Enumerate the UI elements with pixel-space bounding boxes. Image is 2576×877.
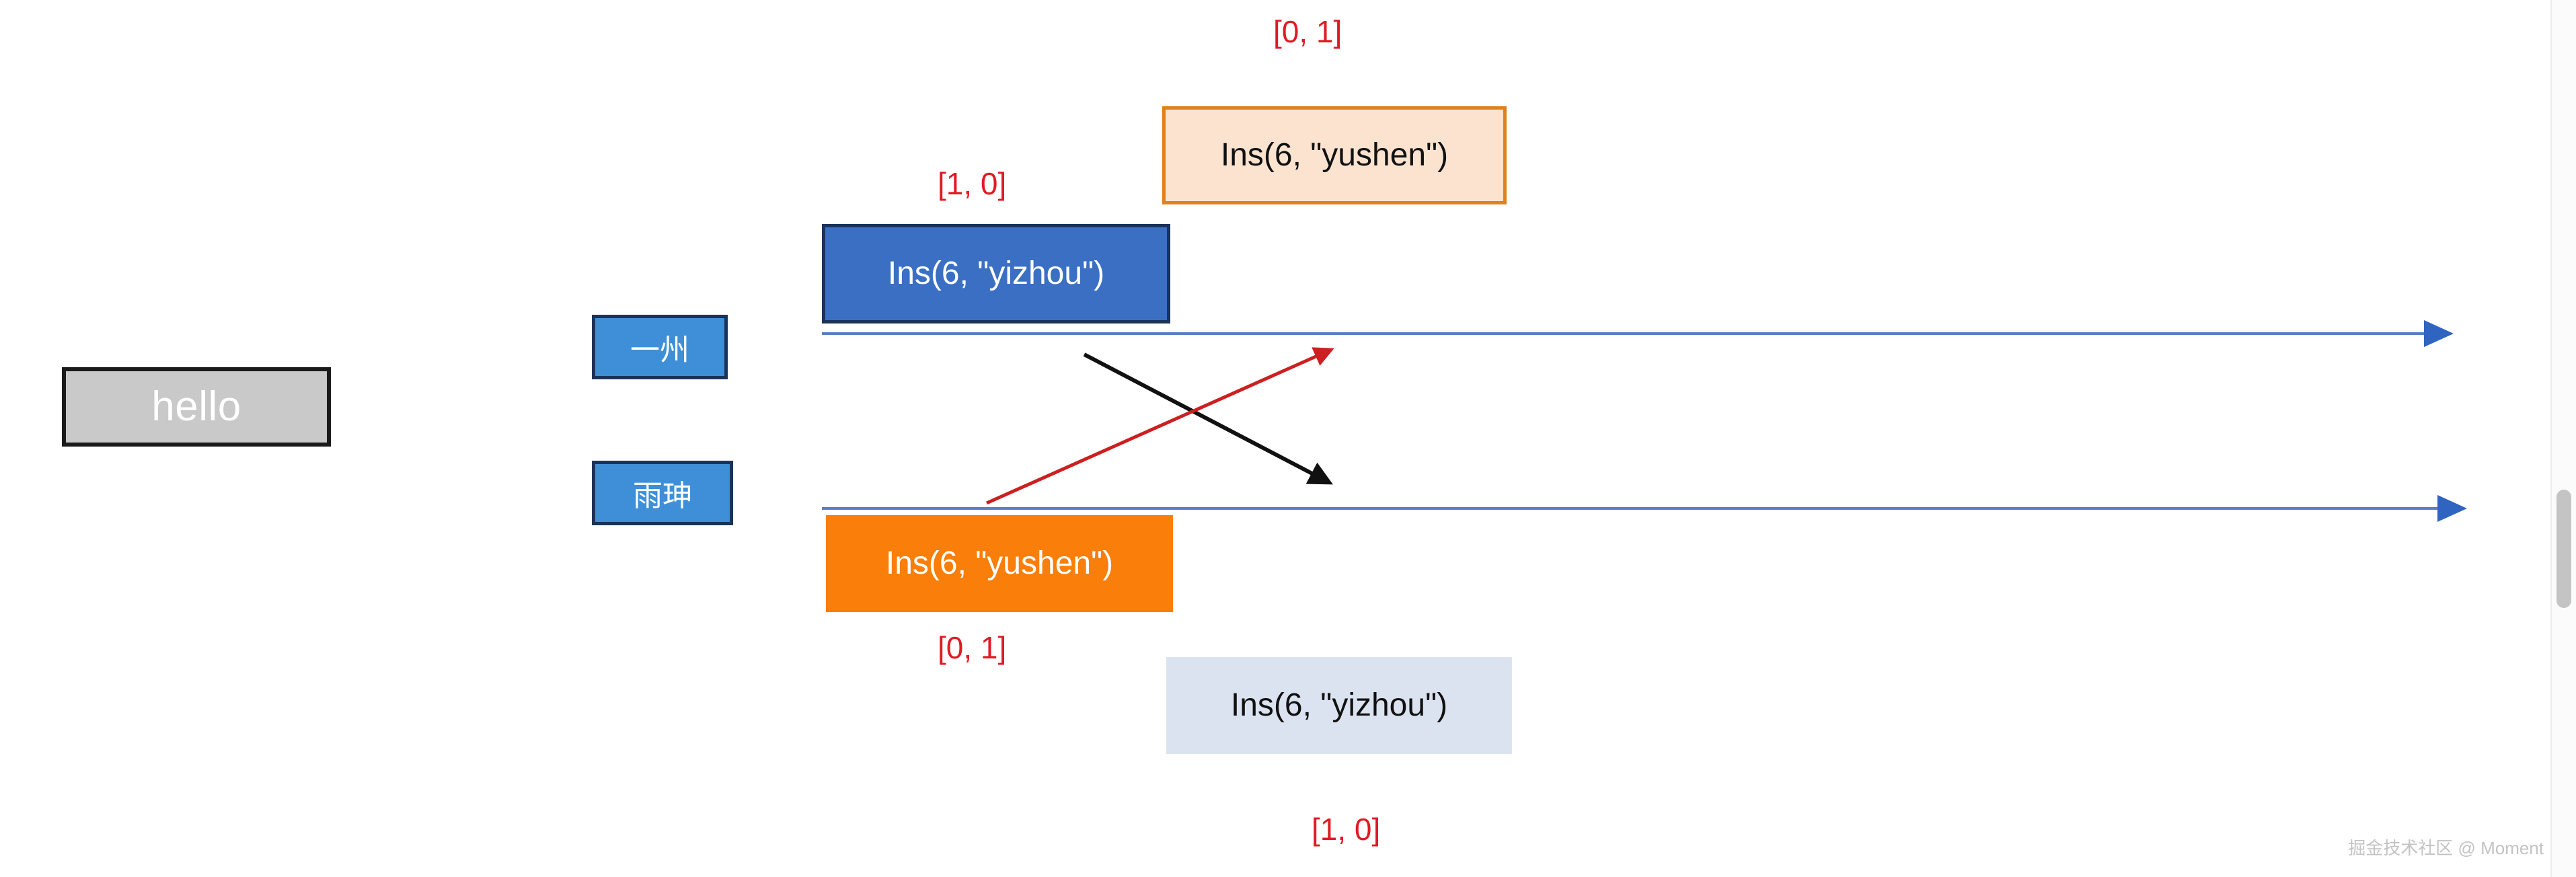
vertical-scrollbar-thumb[interactable] bbox=[2556, 490, 2571, 608]
transmission-black-down-arrow bbox=[1083, 352, 1333, 485]
op-pale-yizhou: Ins(6, "yizhou") bbox=[1166, 657, 1512, 754]
vector-above-peach: [0, 1] bbox=[1273, 14, 1342, 49]
hello-box: hello bbox=[62, 367, 331, 447]
vector-below-orange: [0, 1] bbox=[938, 630, 1007, 665]
vector-below-pale: [1, 0] bbox=[1312, 812, 1381, 847]
chip-yizhou: 一州 bbox=[592, 315, 728, 379]
watermark: 掘金技术社区 @ Moment bbox=[2348, 838, 2544, 858]
vector-above-blue: [1, 0] bbox=[938, 166, 1007, 201]
transmission-red-up-arrow bbox=[985, 347, 1334, 505]
op-orange-yushen: Ins(6, "yushen") bbox=[826, 515, 1173, 612]
op-peach-yushen: Ins(6, "yushen") bbox=[1162, 106, 1507, 204]
chip-yushen: 雨珅 bbox=[592, 461, 733, 525]
vertical-scrollbar-track[interactable] bbox=[2550, 0, 2576, 877]
op-blue-yizhou: Ins(6, "yizhou") bbox=[822, 224, 1170, 323]
